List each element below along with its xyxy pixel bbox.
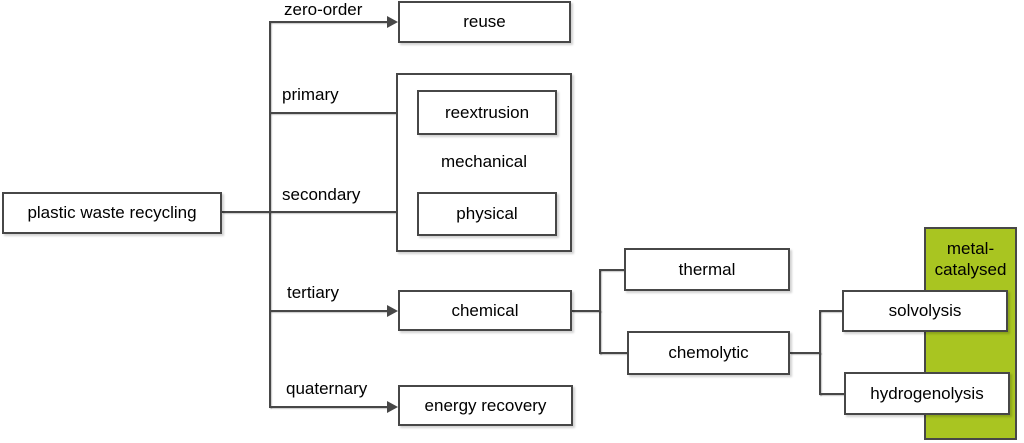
branch-label-zero-order: zero-order <box>284 0 363 19</box>
node-solvolysis: solvolysis <box>842 290 1008 332</box>
connector-zero-order <box>270 21 389 23</box>
connector-to-chemolytic <box>599 352 627 354</box>
connector-to-hydrogenolysis <box>819 393 844 395</box>
branch-label-tertiary: tertiary <box>287 283 339 302</box>
arrowhead-quaternary-icon <box>387 401 398 413</box>
node-reuse: reuse <box>398 1 571 43</box>
connector-chemical-split <box>599 269 601 354</box>
node-hydrogenolysis: hydrogenolysis <box>844 372 1010 415</box>
arrowhead-zero-order-icon <box>387 16 398 28</box>
connector-quaternary <box>270 406 389 408</box>
connector-trunk <box>269 21 271 408</box>
branch-label-primary: primary <box>282 85 339 104</box>
metal-catalysed-label-line1: metal- <box>946 239 995 258</box>
connector-to-solvolysis <box>819 310 842 312</box>
connector-chemical-out <box>572 310 601 312</box>
branch-label-quaternary: quaternary <box>286 379 368 398</box>
group-mechanical-label: mechanical <box>441 152 527 171</box>
branch-label-secondary: secondary <box>282 185 361 204</box>
arrowhead-tertiary-icon <box>387 305 398 317</box>
connector-secondary <box>270 211 408 213</box>
connector-tertiary <box>270 310 389 312</box>
metal-catalysed-label-line2: catalysed <box>934 260 1007 279</box>
node-physical: physical <box>417 192 557 236</box>
node-plastic-waste-recycling: plastic waste recycling <box>2 192 222 234</box>
connector-chemolytic-split <box>819 310 821 395</box>
connector-root-trunk <box>222 211 270 213</box>
node-chemical: chemical <box>398 290 572 331</box>
connector-primary <box>270 112 408 114</box>
node-chemolytic: chemolytic <box>627 331 790 375</box>
node-thermal: thermal <box>624 248 790 291</box>
node-energy-recovery: energy recovery <box>398 385 573 426</box>
connector-to-thermal <box>599 269 624 271</box>
node-reextrusion: reextrusion <box>417 90 557 135</box>
connector-chemolytic-out <box>790 352 821 354</box>
